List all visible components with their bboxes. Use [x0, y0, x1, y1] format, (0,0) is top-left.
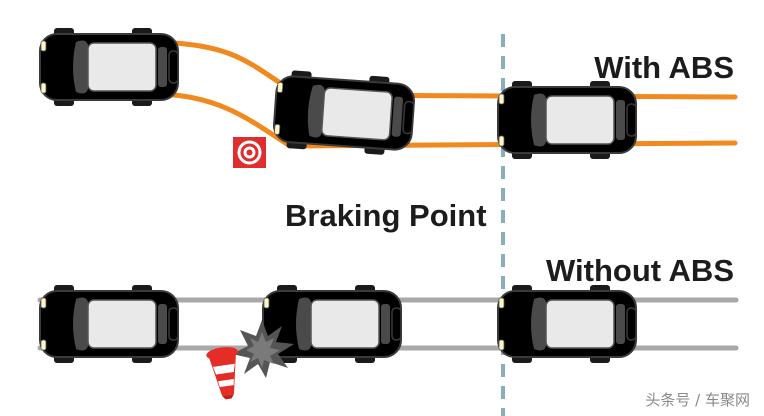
without-abs-car-start: [39, 284, 179, 364]
with-abs-car-start: [39, 27, 179, 107]
target-icon: [233, 137, 266, 168]
with-abs-label: With ABS: [594, 50, 734, 85]
with-abs-car-steering: [271, 68, 417, 158]
watermark: 头条号 / 车聚网: [645, 391, 750, 409]
crash-burst-icon: [232, 320, 294, 378]
braking-point-label: Braking Point: [285, 198, 487, 233]
traffic-cone-icon: [206, 347, 239, 400]
without-abs-car-passing: [497, 284, 637, 364]
without-abs-label: Without ABS: [546, 253, 734, 288]
without-abs-car-collision: [262, 284, 402, 364]
with-abs-car-passing: [497, 80, 637, 160]
with-abs-track-lower: [157, 91, 738, 149]
